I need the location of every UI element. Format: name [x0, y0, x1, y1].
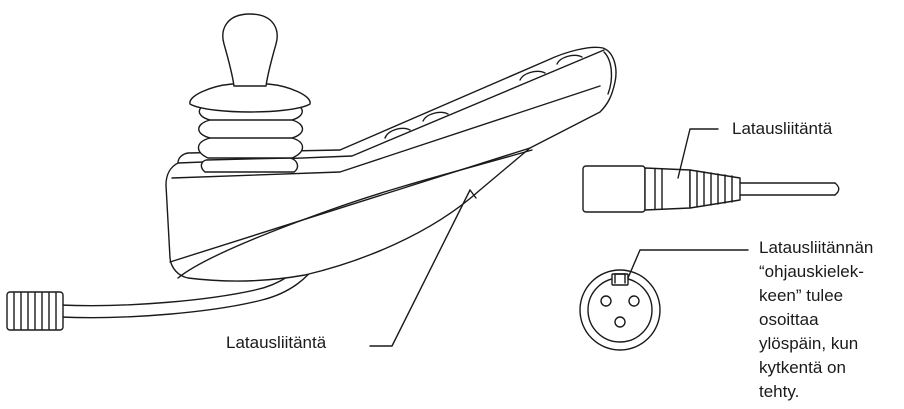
controller-body: [165, 46, 617, 282]
charging-plug-side-view: [582, 165, 840, 213]
joystick: [189, 13, 311, 173]
cable-connector-plug: [6, 291, 64, 331]
note-line: Latausliitännän: [759, 238, 874, 257]
charging-socket-label-top: Latausliitäntä: [732, 119, 833, 138]
note-line: osoittaa: [759, 310, 819, 329]
charging-socket-label-bottom: Latausliitäntä: [226, 333, 327, 352]
note-line: tehty.: [759, 382, 800, 401]
note-line: keen” tulee: [759, 286, 844, 305]
leader-line-note: [627, 249, 749, 279]
controller-buttons: [384, 54, 583, 139]
socket-orientation-note: Latausliitännän “ohjauskielek- keen” tul…: [759, 236, 873, 404]
note-line: “ohjauskielek-: [759, 262, 864, 281]
leader-line-top: [677, 128, 719, 179]
leader-line-bottom: [369, 189, 471, 347]
note-line: kytkentä on: [759, 358, 846, 377]
charging-socket-front-view: [579, 269, 661, 351]
body-charging-socket: [469, 189, 477, 199]
note-line: ylöspäin, kun: [759, 334, 859, 353]
